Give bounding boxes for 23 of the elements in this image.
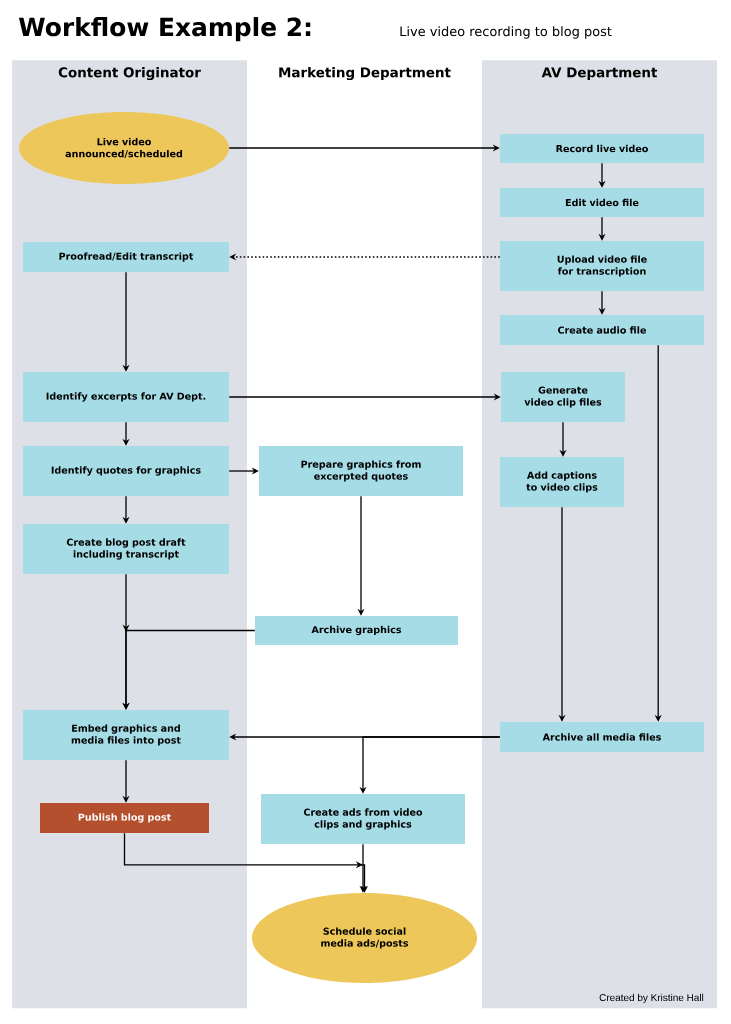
process-box: Embed graphics and media files into post [23, 710, 229, 760]
process-box: Identify quotes for graphics [23, 446, 229, 496]
process-box: Create audio file [500, 315, 704, 345]
process-box: Record live video [500, 134, 704, 163]
process-box: Edit video file [500, 188, 704, 217]
process-box: Create blog post draft including transcript [23, 524, 229, 574]
process-box: Prepare graphics from excerpted quotes [259, 446, 463, 496]
terminal-oval: Schedule social media ads/posts [252, 893, 477, 983]
terminal-oval: Live video announced/scheduled [19, 112, 229, 184]
process-box: Generate video clip files [501, 372, 625, 422]
title: Workflow Example 2: [18, 17, 311, 42]
process-box: Create ads from video clips and graphics [261, 794, 465, 844]
process-box: Identify excerpts for AV Dept. [23, 372, 229, 422]
arrow [123, 832, 369, 893]
subtitle: Live video recording to blog post [400, 26, 612, 39]
process-box: Proofread/Edit transcript [23, 242, 229, 272]
process-box: Add captions to video clips [500, 457, 624, 507]
process-box: Upload video file for transcription [500, 241, 704, 291]
process-box: Publish blog post [40, 803, 209, 833]
credit: Created by Kristine Hall [599, 993, 704, 1004]
lane-heading: Marketing Department [279, 67, 451, 81]
process-box: Archive all media files [500, 722, 704, 752]
process-box: Archive graphics [255, 616, 458, 645]
